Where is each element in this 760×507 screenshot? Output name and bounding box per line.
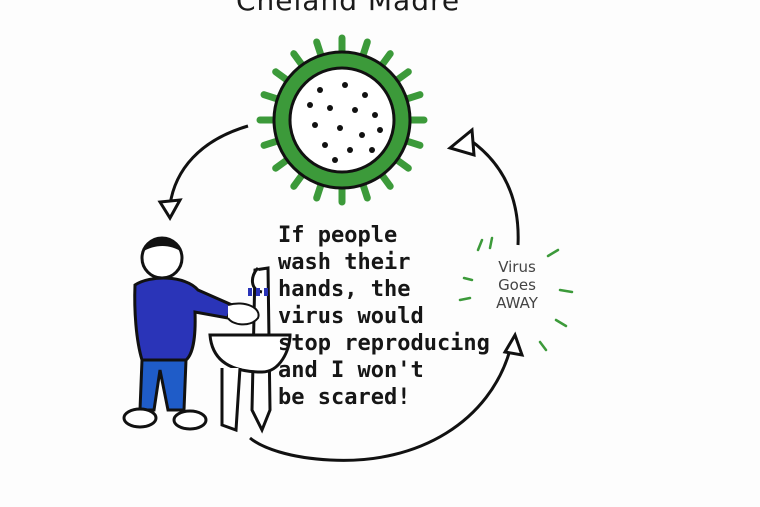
virus-dot <box>322 142 328 148</box>
virus-dot <box>347 147 353 153</box>
boy-figure <box>122 236 260 431</box>
message-line: If people <box>278 223 398 248</box>
label-line: Virus <box>498 258 536 276</box>
arrow-right-top <box>469 138 520 246</box>
virus-dot <box>342 82 348 88</box>
title-text: Cheland Madre <box>236 0 461 17</box>
virus-icon <box>256 34 428 206</box>
virus-dot <box>307 102 313 108</box>
virus-goes-away-label: Virus Goes AWAY <box>482 258 552 312</box>
message-line: and I won't <box>278 358 424 383</box>
virus-dot <box>362 92 368 98</box>
message-line: be scared! <box>278 385 411 410</box>
virus-dot <box>352 107 358 113</box>
arrow-left <box>168 124 249 206</box>
message-line: wash their <box>278 250 411 275</box>
label-line: Goes <box>498 276 536 294</box>
virus-dot <box>359 132 365 138</box>
water-drops <box>248 288 268 296</box>
label-line: AWAY <box>496 294 538 312</box>
virus-dot <box>332 157 338 163</box>
message-line: hands, the <box>278 277 411 302</box>
message-line: virus would <box>278 304 424 329</box>
virus-dot <box>317 87 323 93</box>
message-text: If people wash their hands, the virus wo… <box>278 222 508 411</box>
cycle-arrows <box>157 124 525 462</box>
sink-icon <box>208 266 292 434</box>
arrow-bottom <box>249 349 512 462</box>
virus-dot <box>312 122 318 128</box>
virus-dot <box>372 112 378 118</box>
message-line: stop reproducing <box>278 331 490 356</box>
virus-dot <box>327 105 333 111</box>
burst-lines <box>458 236 574 352</box>
virus-dot <box>337 125 343 131</box>
virus-dot <box>369 147 375 153</box>
virus-dot <box>377 127 383 133</box>
